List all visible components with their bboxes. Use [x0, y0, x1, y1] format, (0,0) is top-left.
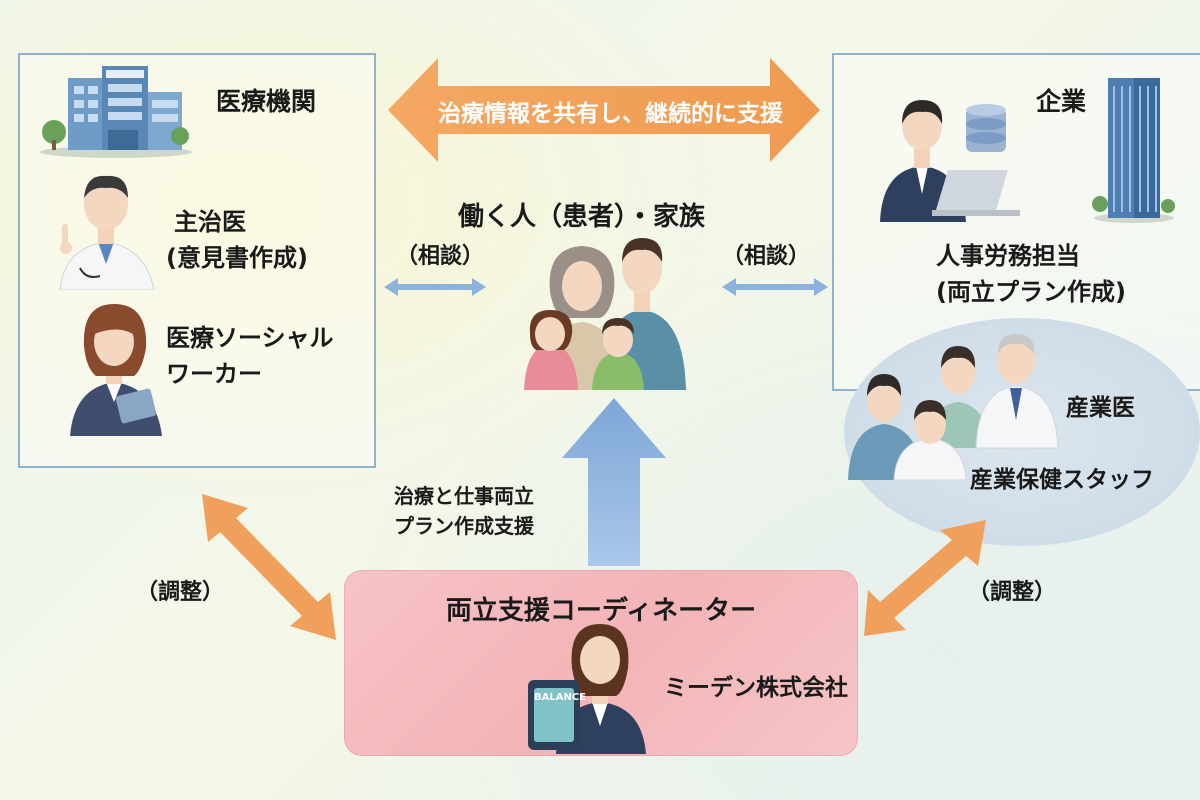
support-label-2: プラン作成支援	[394, 514, 534, 538]
company-title: 企業	[1036, 87, 1087, 116]
social-worker-icon	[62, 296, 168, 436]
doctor-icon	[46, 168, 164, 291]
coordinator-title: 両立支援コーディネーター	[445, 596, 757, 626]
right-consult-arrow	[722, 278, 828, 296]
office-building-icon	[1092, 72, 1176, 224]
hr-staff-icon	[876, 94, 1034, 222]
social-worker-label: 医療ソーシャル	[166, 324, 334, 352]
consult-right-label: （相談）	[722, 244, 811, 269]
adjust-left-label: （調整）	[136, 580, 225, 605]
up-support-arrow	[562, 398, 666, 566]
doctor-label: 主治医	[174, 208, 246, 236]
social-worker-sublabel: ワーカー	[166, 360, 262, 388]
hospital-building-icon	[38, 62, 194, 158]
patient-family-label: 働く人（患者）・家族	[458, 202, 706, 232]
support-label-1: 治療と仕事両立	[394, 484, 534, 508]
occupational-doctor-label: 産業医	[1066, 395, 1135, 421]
info-sharing-label: 治療情報を共有し、継続的に支援	[438, 101, 783, 127]
left-adjust-arrow	[202, 494, 336, 640]
occupational-staff-icon	[848, 330, 1072, 481]
hr-sublabel: (両立プラン作成)	[936, 278, 1126, 306]
coordinator-person-icon	[520, 616, 660, 754]
medical-institution-title: 医療機関	[216, 87, 317, 116]
occupational-staff-label: 産業保健スタッフ	[970, 467, 1154, 493]
tablet-text: BALANCE	[534, 692, 587, 703]
adjust-right-label: （調整）	[968, 580, 1057, 605]
coordinator-company-name: ミーデン株式会社	[664, 675, 848, 701]
top-double-arrow	[388, 58, 820, 162]
hr-label: 人事労務担当	[936, 242, 1080, 270]
consult-left-label: （相談）	[396, 244, 485, 269]
family-icon	[520, 226, 690, 390]
left-consult-arrow	[384, 278, 486, 296]
right-adjust-arrow	[864, 520, 986, 636]
doctor-sublabel: (意見書作成)	[166, 244, 308, 272]
